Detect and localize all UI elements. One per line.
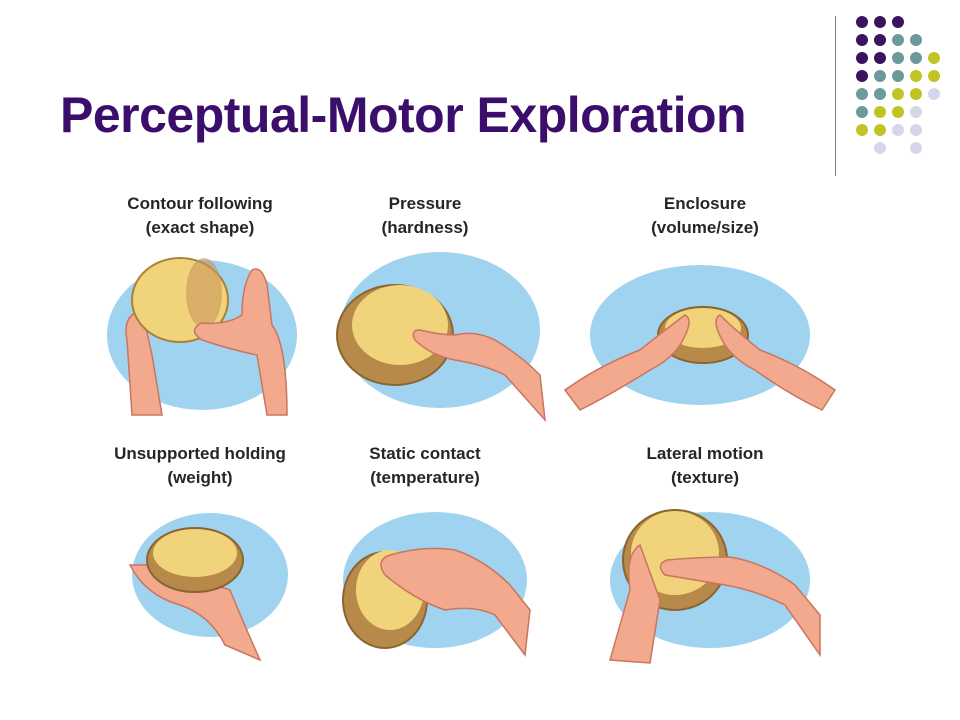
dot-row-3 (856, 52, 940, 64)
caption-pressure: Pressure(hardness) (381, 194, 469, 237)
hand-hold-sponge-icon (128, 513, 288, 662)
caption-static-contact: Static contact(temperature) (369, 444, 481, 487)
slide-title: Perceptual-Motor Exploration (60, 87, 747, 143)
caption-enclosure: Enclosure(volume/size) (651, 194, 759, 237)
decorative-dot-grid (856, 16, 940, 154)
dot-row-5 (856, 88, 940, 100)
dot-row-6 (856, 106, 922, 118)
dot-row-8 (874, 142, 922, 154)
dot-row-4 (856, 70, 940, 82)
dot-row-1 (856, 16, 904, 28)
hands-contour-sponge-icon (107, 257, 297, 416)
divider-line (835, 16, 836, 176)
hand-press-sponge-icon (336, 252, 547, 423)
hands-enclose-sponge-icon (563, 265, 837, 411)
caption-unsupported-holding: Unsupported holding(weight) (114, 444, 286, 487)
hand-rub-sponge-icon (609, 509, 821, 664)
caption-lateral-motion: Lateral motion(texture) (646, 444, 764, 487)
dot-row-2 (856, 34, 922, 46)
hand-rest-sponge-icon (342, 512, 531, 657)
dot-row-7 (856, 124, 922, 136)
caption-contour-following: Contour following(exact shape) (127, 194, 273, 237)
